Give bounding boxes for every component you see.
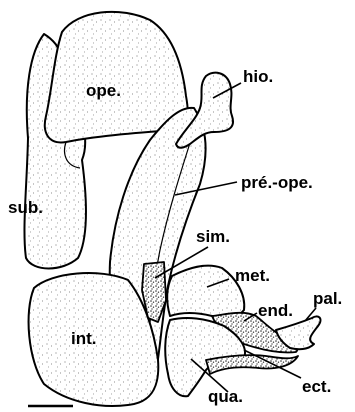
label-pal: pal. xyxy=(313,289,342,308)
label-ope: ope. xyxy=(86,81,121,100)
label-qua: qua. xyxy=(208,387,243,406)
label-sub: sub. xyxy=(8,198,43,217)
label-ect: ect. xyxy=(302,377,331,396)
label-end: end. xyxy=(258,301,293,320)
metapterygoid-bone xyxy=(167,266,244,318)
label-sim: sim. xyxy=(196,227,230,246)
label-hio: hio. xyxy=(243,67,273,86)
label-pre-ope: pré.-ope. xyxy=(241,173,313,192)
label-met: met. xyxy=(235,266,270,285)
label-int: int. xyxy=(71,329,97,348)
ectopterygoid-bone xyxy=(206,355,298,374)
